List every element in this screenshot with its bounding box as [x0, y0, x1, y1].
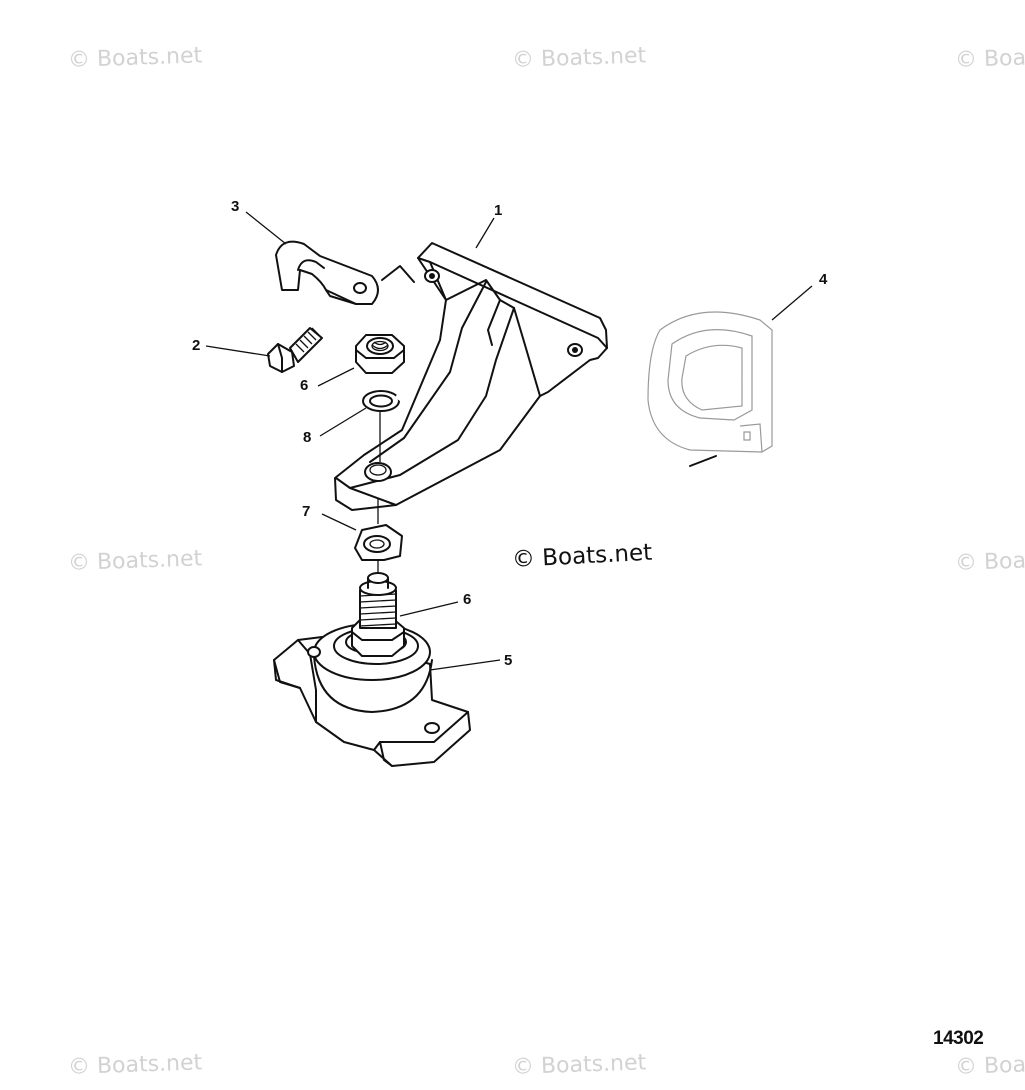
- engine-mount-icon: [273, 572, 471, 767]
- tab-washer-icon: [354, 524, 403, 561]
- hex-nut-icon: [355, 334, 405, 374]
- lock-washer-icon: [362, 390, 404, 412]
- callout-6-lower: 6: [463, 591, 472, 608]
- leader-line-6-upper: [317, 367, 355, 387]
- leader-line-2: [205, 345, 271, 357]
- callout-2: 2: [192, 337, 201, 354]
- callout-3: 3: [231, 198, 240, 215]
- leader-line-6-lower: [399, 601, 459, 617]
- figure-number: 14302: [933, 1028, 984, 1049]
- bolt-icon: [267, 327, 323, 373]
- callout-5: 5: [504, 652, 513, 669]
- assembly-axis-line: [377, 412, 381, 574]
- callout-4: 4: [819, 271, 828, 288]
- leader-line-5: [429, 659, 501, 671]
- callout-6-upper: 6: [300, 377, 309, 394]
- leader-line-4: [771, 285, 813, 321]
- bracket-mount-icon: [334, 242, 608, 511]
- leader-line-7: [321, 513, 357, 531]
- callout-8: 8: [303, 429, 312, 446]
- leader-line-8: [319, 407, 367, 437]
- leader-line-1: [475, 217, 495, 249]
- leader-line-3: [245, 211, 287, 245]
- callout-7: 7: [302, 503, 311, 520]
- shield-icon: [647, 311, 773, 467]
- clamp-icon: [275, 240, 415, 305]
- leader-lines: [205, 211, 813, 671]
- callout-1: 1: [494, 202, 503, 219]
